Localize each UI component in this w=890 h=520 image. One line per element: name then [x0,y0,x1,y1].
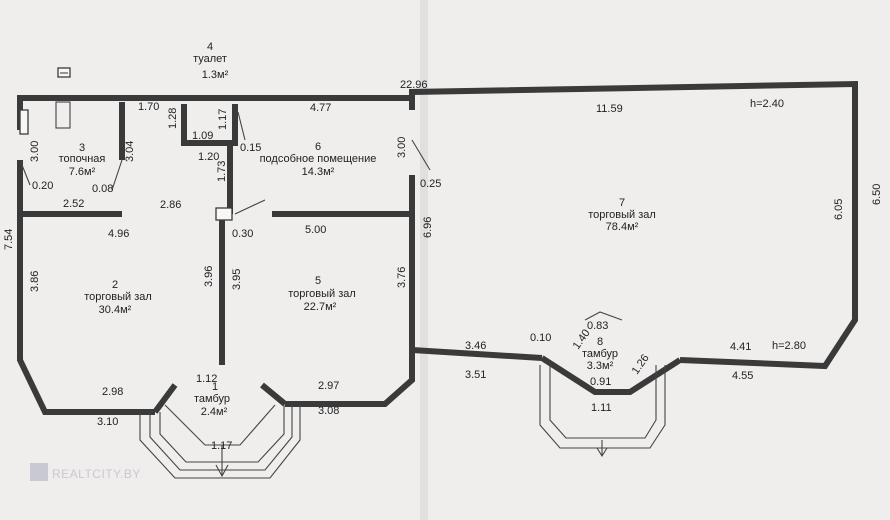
dimension-label: 0.25 [420,178,441,190]
dimension-label: 3.00 [396,137,408,158]
dimension-label: 6.50 [871,184,883,205]
dimension-label: 0.10 [530,332,551,344]
room-4: 4 туалет 1.3м² [193,41,229,81]
dimension-label: 3.86 [29,271,41,292]
dimension-label: 0.15 [240,142,261,154]
dimension-label: 0.83 [587,320,608,332]
door-swings [19,67,431,215]
paper-fold [420,0,428,520]
room-1: 1 тамбур 2.4м² [194,381,230,418]
dimension-label: 3.51 [465,369,486,381]
dimension-label: 1.09 [192,130,213,142]
dimension-label: 1.17 [217,109,229,130]
dimension-label: 3.95 [231,269,243,290]
dimension-label: 4.55 [732,370,753,382]
svg-text:1.3м²: 1.3м² [202,69,229,81]
dimension-label: 6.05 [833,199,845,220]
watermark-logo-icon [30,463,48,481]
dimension-label: 1.20 [198,151,219,163]
dimension-label: 22.96 [400,79,428,91]
room-7: 7 торговый зал 78.4м² [588,197,656,233]
dimension-label: h=2.80 [772,340,806,352]
dimension-label: 0.20 [32,180,53,192]
room-5: 5 торговый зал 22.7м² [288,275,356,313]
porch-tambur-8 [539,311,666,458]
svg-text:2: 2 [112,279,118,291]
dimension-label: 1.17 [211,440,232,452]
dimension-label: 6.96 [422,217,434,238]
svg-text:78.4м²: 78.4м² [606,221,639,233]
dimension-label: 4.77 [310,102,331,114]
dimension-label: 2.52 [63,198,84,210]
dimension-label: 3.04 [124,141,136,162]
dimension-label: 1.12 [196,373,217,385]
dimension-label: 3.08 [318,405,339,417]
svg-text:22.7м²: 22.7м² [304,301,337,313]
room-6: 6 подсобное помещение 14.3м² [260,141,377,178]
dimension-label: 3.96 [203,266,215,287]
room-2: 2 торговый зал 30.4м² [84,279,152,316]
svg-text:туалет: туалет [193,53,227,65]
room-labels: 1 тамбур 2.4м² 2 торговый зал 30.4м² 3 т… [59,41,656,418]
svg-text:7.6м²: 7.6м² [69,166,96,178]
porch-tambur-1 [139,404,301,479]
dimension-label: 3.10 [97,416,118,428]
svg-text:3: 3 [79,142,85,154]
dimension-labels: 22.96 1.70 4.77 11.59 h=2.40 1.28 1.09 1.17 0.15… [3,79,883,452]
svg-text:тамбур: тамбур [582,348,618,360]
dimension-label: 5.00 [305,224,326,236]
svg-text:8: 8 [597,336,603,348]
dimension-label: 1.73 [216,161,228,182]
dimension-label: 4.41 [730,341,751,353]
svg-text:5: 5 [315,275,321,287]
svg-text:7: 7 [619,197,625,209]
dimension-label: 1.70 [138,101,159,113]
svg-text:4: 4 [207,41,213,53]
dimension-label: 1.11 [591,402,612,414]
room-3: 3 топочная 7.6м² [59,142,106,178]
interior-walls [22,102,410,414]
room-8: 8 тамбур 3.3м² [582,336,618,372]
svg-text:тамбур: тамбур [194,393,230,405]
watermark-text: REALTCITY.BY [52,467,141,481]
dimension-label: 2.98 [102,386,123,398]
watermark: REALTCITY.BY [30,463,141,481]
svg-text:3.3м²: 3.3м² [587,360,614,372]
equipment-icon [55,101,71,129]
svg-text:2.4м²: 2.4м² [201,406,228,418]
svg-text:подсобное помещение: подсобное помещение [260,153,377,165]
dimension-label: 7.54 [3,229,15,250]
svg-text:6: 6 [315,141,321,153]
dimension-label: 2.86 [160,199,181,211]
svg-text:торговый зал: торговый зал [288,288,356,300]
svg-text:14.3м²: 14.3м² [302,166,335,178]
svg-text:торговый зал: торговый зал [84,291,152,303]
dimension-label: 2.97 [318,380,339,392]
svg-text:топочная: топочная [59,153,106,165]
dimension-label: 11.59 [596,103,623,115]
dimension-label: 0.30 [232,228,253,240]
dimension-label: 3.46 [465,340,486,352]
dimension-label: 3.00 [29,141,41,162]
dimension-label: h=2.40 [750,98,784,110]
dimension-label: 1.28 [167,108,179,129]
dimension-label: 3.76 [396,267,408,288]
svg-text:30.4м²: 30.4м² [99,304,132,316]
svg-text:1: 1 [212,381,218,393]
dimension-label: 0.91 [590,376,611,388]
dimension-label: 4.96 [108,228,129,240]
dimension-label: 0.08 [92,183,113,195]
svg-text:торговый зал: торговый зал [588,209,656,221]
